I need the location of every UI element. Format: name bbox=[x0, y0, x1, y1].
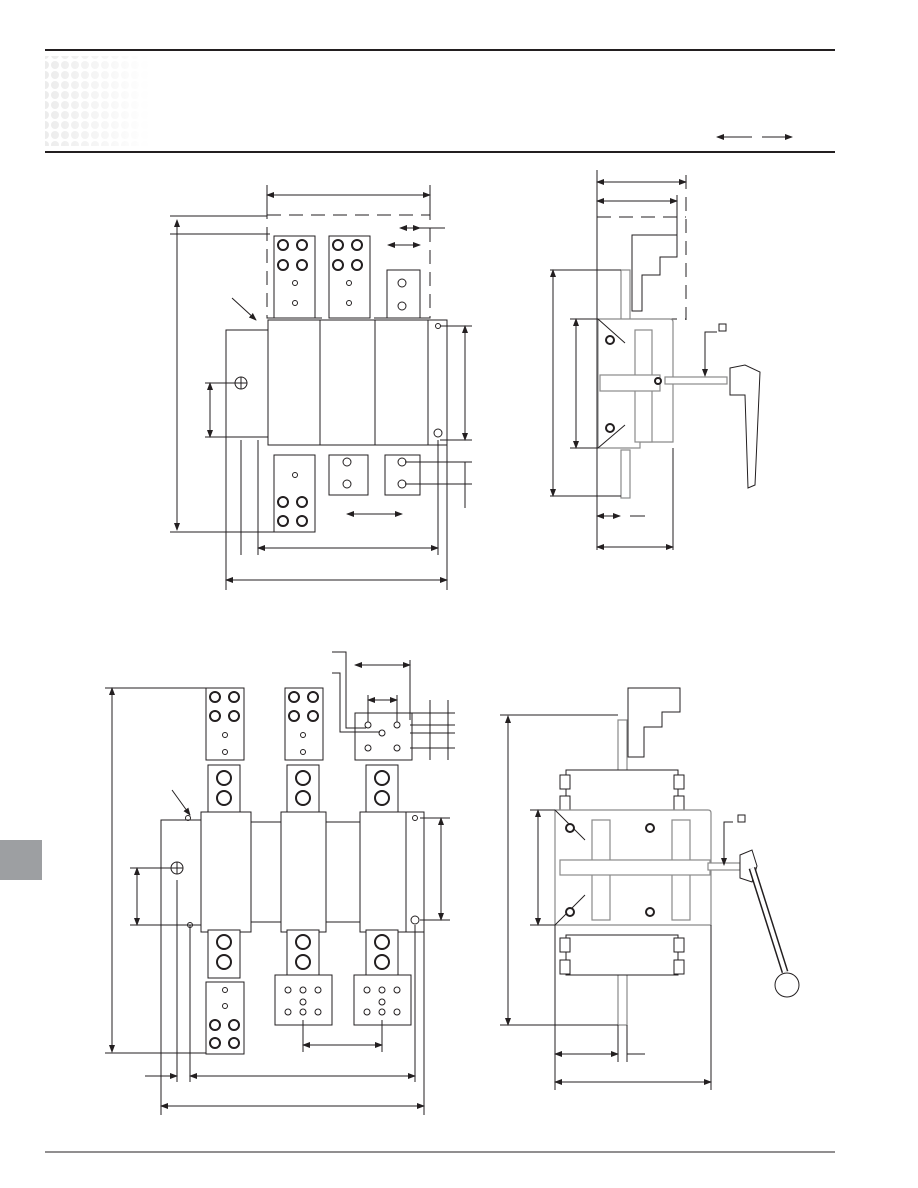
end-plate bbox=[405, 811, 425, 933]
pole-1 bbox=[200, 811, 252, 933]
pole-3 bbox=[359, 811, 407, 933]
terminal-bottom-1 bbox=[205, 929, 245, 1055]
terminal-bottom-3 bbox=[353, 929, 412, 1026]
end-plate bbox=[427, 319, 448, 446]
pole-2 bbox=[319, 319, 376, 446]
pole-1 bbox=[267, 319, 321, 446]
pole-2 bbox=[280, 811, 327, 933]
terminal-bottom-1 bbox=[273, 454, 316, 533]
side-view-large bbox=[500, 687, 800, 1090]
front-view-large bbox=[105, 651, 455, 1115]
terminal-top-2 bbox=[284, 687, 324, 814]
terminal-top-1 bbox=[205, 687, 245, 814]
terminal-top-1 bbox=[273, 235, 316, 319]
handle bbox=[729, 364, 761, 489]
note-box bbox=[737, 814, 746, 823]
shaft bbox=[664, 376, 728, 385]
note-box bbox=[718, 323, 727, 332]
terminal-top-2 bbox=[328, 235, 371, 319]
terminal-profile bbox=[627, 687, 681, 758]
terminal-profile bbox=[631, 234, 678, 312]
side-view-small bbox=[550, 170, 761, 550]
terminal-bottom-3 bbox=[384, 454, 421, 496]
header bbox=[45, 49, 835, 153]
pole-3 bbox=[374, 319, 429, 446]
handle-knob bbox=[774, 972, 800, 998]
upper-drum bbox=[565, 769, 679, 811]
lower-drum bbox=[565, 934, 679, 976]
terminal-top-3 bbox=[354, 712, 413, 814]
front-view-small bbox=[170, 185, 472, 590]
terminal-bottom-2 bbox=[328, 454, 369, 496]
section-tab bbox=[0, 840, 42, 880]
terminal-top-3 bbox=[386, 269, 421, 319]
terminal-bottom-2 bbox=[274, 929, 333, 1026]
